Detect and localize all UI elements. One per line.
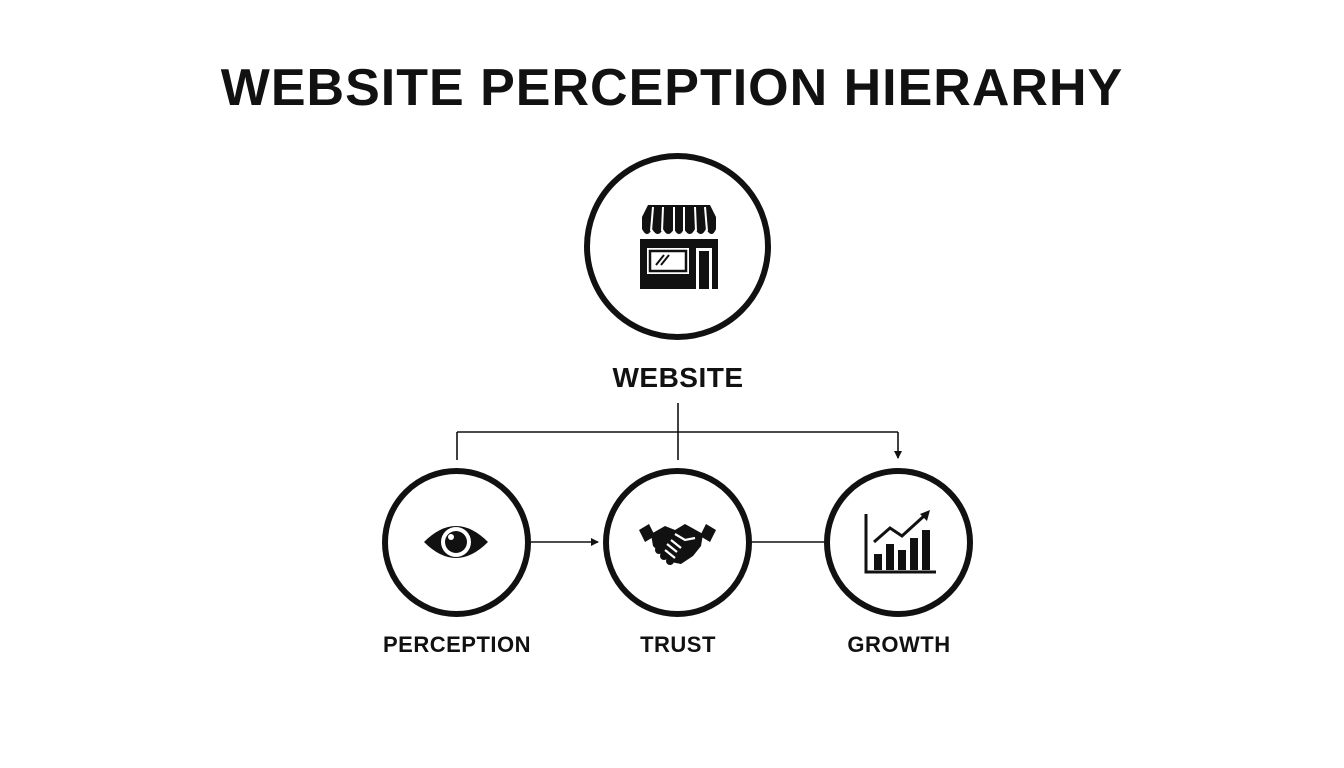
growth-node <box>824 468 973 617</box>
perception-label: PERCEPTION <box>382 632 532 657</box>
website-label: WEBSITE <box>612 362 744 393</box>
perception-node <box>382 468 531 617</box>
website-node <box>584 153 771 340</box>
eye-icon <box>424 526 488 558</box>
bar-chart-growth-icon <box>864 510 936 574</box>
handshake-icon <box>639 524 716 565</box>
trust-label: TRUST <box>640 632 716 657</box>
diagram-title: WEBSITE PERCEPTION HIERARHY <box>220 59 1124 117</box>
growth-label: GROWTH <box>847 632 951 657</box>
trust-node <box>603 468 752 617</box>
storefront-icon <box>640 205 718 289</box>
